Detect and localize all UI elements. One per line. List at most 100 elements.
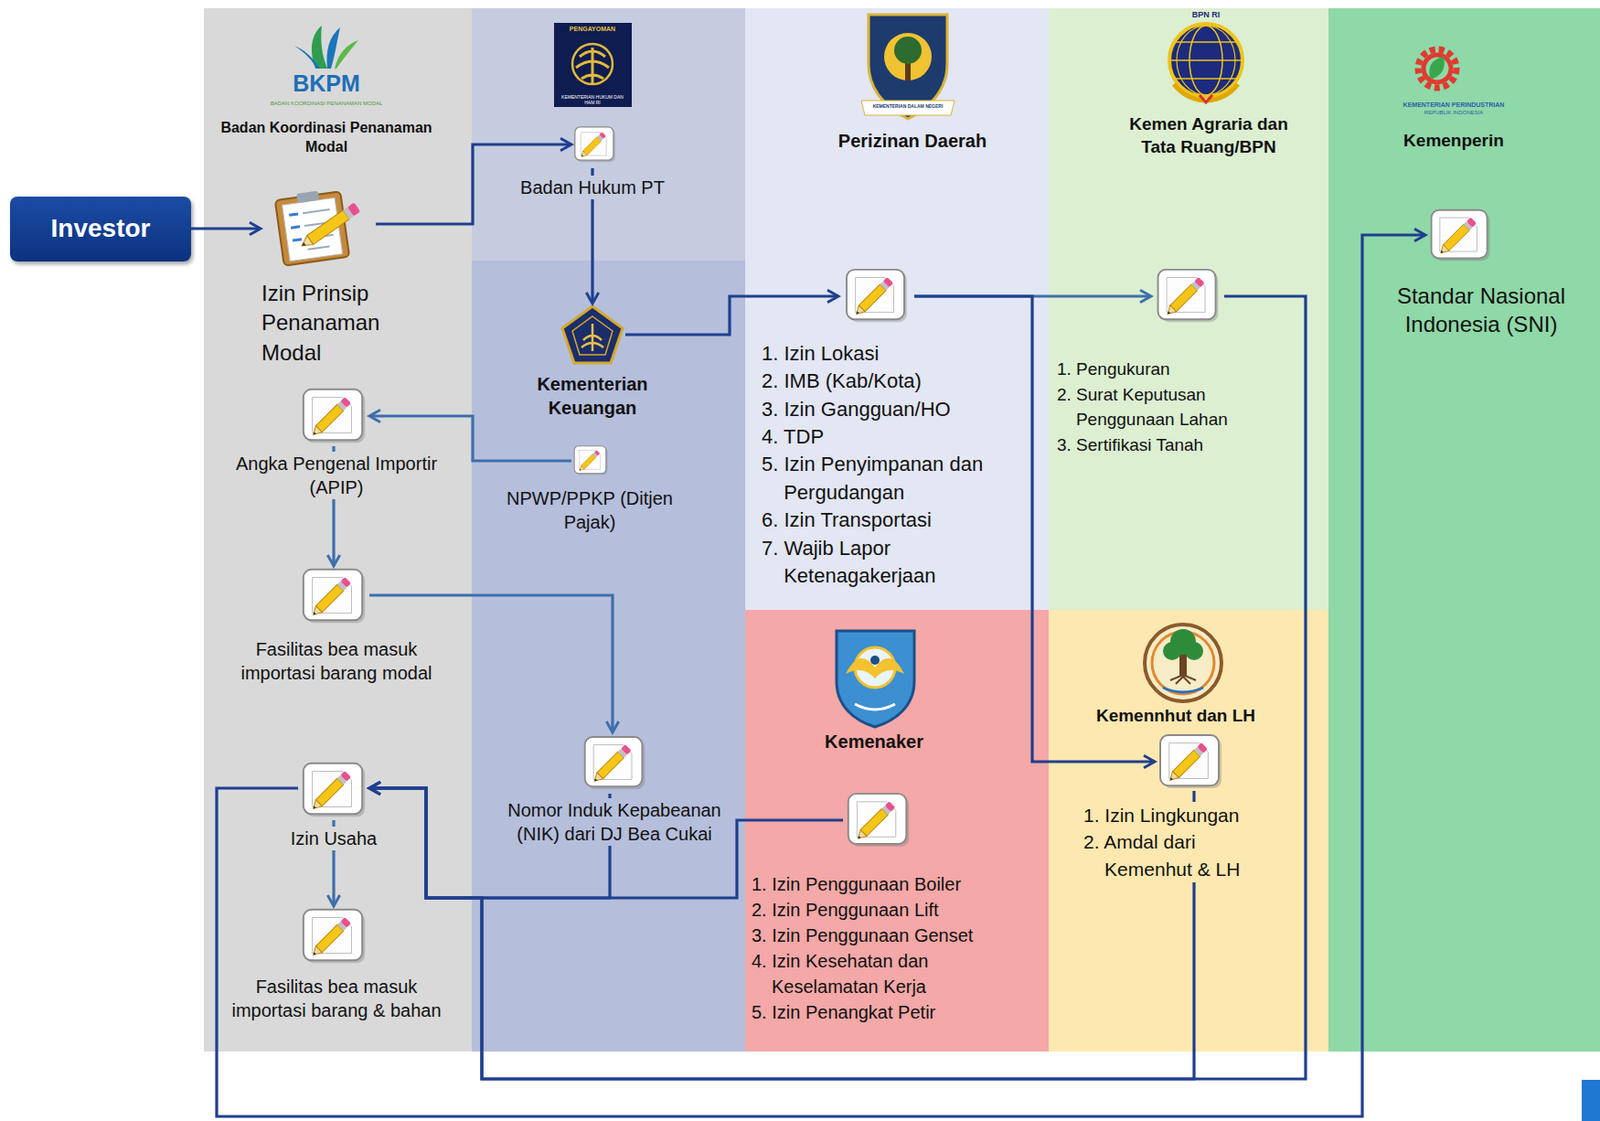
band-heading: Kemennhut dan LH <box>1075 704 1277 728</box>
doc-icon <box>315 584 343 612</box>
doc-icon <box>1440 217 1478 252</box>
list-item: 5. Izin Penangkat Petir <box>751 999 1008 1025</box>
doc-icon <box>593 745 632 780</box>
doc-icon <box>340 770 352 782</box>
doc-icon <box>1431 210 1488 259</box>
caption: Kemenperin <box>1362 129 1546 153</box>
icon-caption: Standar Nasional Indonesia (SNI) <box>1389 281 1573 339</box>
doc-icon <box>1154 732 1227 791</box>
list-item: 5. Izin Penyimpanan dan Pergudangan <box>761 450 1009 507</box>
doc-icon <box>591 744 632 785</box>
caption: Kementerian Keuangan <box>523 372 662 420</box>
document-icon: 1. Pengukuran2. Surat Keputusan Pengguna… <box>1151 266 1225 325</box>
kemenhut-logo <box>1170 674 1196 684</box>
doc-icon <box>1438 245 1450 256</box>
document-icon: Izin Usaha <box>298 759 370 821</box>
kemenaker-logo <box>870 655 880 665</box>
flow-arrow <box>369 296 1306 1079</box>
document-icon: Izin Prinsip Penanaman Modal <box>260 183 376 267</box>
caption: NPWP/PPKP (Ditjen Pajak) <box>498 486 682 534</box>
doc-icon <box>583 137 602 156</box>
bpn-logo <box>1169 23 1243 103</box>
list-item: 3. Sertifikasi Tanah <box>1056 432 1273 459</box>
doc-icon <box>1154 732 1227 791</box>
list-item: 4. Izin Kesehatan dan Keselamatan Kerja <box>751 948 1008 1000</box>
doc-icon <box>340 396 352 408</box>
doc-icon <box>311 611 316 616</box>
caption: 1. Izin Lingkungan2. Amdal dari Kemenhut… <box>1083 801 1276 883</box>
caption: Perizinan Daerah <box>779 128 1046 153</box>
caption: Izin Prinsip Penanaman Modal <box>261 278 427 368</box>
document-icon: Badan Hukum PT <box>571 120 619 169</box>
doc-icon <box>1166 277 1206 312</box>
doc-icon <box>855 277 895 312</box>
doc-icon <box>315 778 343 806</box>
document-icon: Nomor Induk Kepabeanan (NIK) dari DJ Bea… <box>579 732 650 794</box>
doc-icon <box>309 917 352 959</box>
doc-icon <box>598 131 607 139</box>
doc-icon <box>853 277 894 318</box>
doc-icon <box>580 132 607 157</box>
agency-band: Badan Koordinasi Penanaman ModalIzin Pri… <box>203 8 472 1052</box>
clip-icon <box>275 191 350 266</box>
doc-icon <box>1151 266 1225 325</box>
logo-text: BKPM <box>292 71 361 97</box>
doc-icon <box>571 440 610 480</box>
flow-arrow <box>369 416 572 461</box>
caption: Izin Usaha <box>265 826 403 851</box>
kemenhut-logo <box>1184 641 1204 661</box>
doc-icon <box>1164 277 1206 318</box>
doc-icon <box>854 310 859 315</box>
bpn-logo <box>1170 42 1242 79</box>
list-item: 6. Izin Transportasi <box>761 506 1009 534</box>
caption: 1. Pengukuran2. Surat Keputusan Pengguna… <box>1056 356 1273 458</box>
band-heading: Perizinan Daerah <box>779 128 1046 153</box>
clip-icon <box>298 235 314 251</box>
doc-icon <box>1425 207 1495 264</box>
band-heading: Kemen Agraria dan Tata Ruang/BPN <box>1121 113 1296 159</box>
box-label: Investor <box>51 212 151 246</box>
list-item: 3. Izin Penggunaan Genset <box>751 922 1008 949</box>
list-item: 1. Izin Penggunaan Boiler <box>751 871 1008 897</box>
penta-icon <box>559 303 626 366</box>
doc-icon <box>1196 742 1208 754</box>
doc-icon <box>340 917 352 928</box>
doc-icon <box>309 576 352 619</box>
document-icon: Angka Pengenal Importir (APIP) <box>298 385 370 447</box>
column-ground <box>471 8 746 261</box>
list-item: 3. Izin Gangguan/HO <box>761 395 1009 424</box>
bpn-logo <box>1199 95 1213 103</box>
icon-caption: Badan Hukum PT <box>501 175 684 200</box>
kemenhut-logo <box>1162 641 1182 661</box>
flow-arrow <box>369 788 610 898</box>
document-icon: Standar Nasional Indonesia (SNI) <box>1425 207 1495 264</box>
penta-icon <box>559 303 626 366</box>
doc-icon <box>1169 777 1174 781</box>
caption: 1. Izin Lokasi2. IMB (Kab/Kota)3. Izin G… <box>761 340 1009 590</box>
kemenkumham-logo <box>554 22 632 107</box>
doc-icon <box>854 830 867 843</box>
doc-icon <box>1194 277 1205 288</box>
clip-icon <box>296 191 320 203</box>
document-icon: 1. Izin Lokasi2. IMB (Kab/Kota)3. Izin G… <box>838 266 915 325</box>
penta-icon <box>581 323 604 352</box>
document-icon: 1. Izin Lingkungan2. Amdal dari Kemenhut… <box>1154 732 1227 791</box>
flow-arrow <box>914 296 1155 762</box>
caption: Badan Koordinasi Penanaman Modal <box>216 118 437 158</box>
doc-icon <box>580 454 596 470</box>
doc-icon <box>309 946 322 959</box>
doc-icon <box>594 449 600 456</box>
kemenperin-logo <box>1418 49 1457 88</box>
logo-text: KEMENTERIAN PERINDUSTRIAN <box>1403 101 1505 109</box>
doc-icon <box>315 404 343 432</box>
caption: Investor <box>10 196 192 262</box>
doc-icon <box>312 397 352 434</box>
kemenperin-logo <box>1429 56 1444 79</box>
doc-icon <box>298 906 370 967</box>
caption: Kemen Agraria dan Tata Ruang/BPN <box>1121 113 1296 159</box>
flow-arrow <box>191 226 261 230</box>
icon-caption: Kementerian Keuangan <box>523 372 662 420</box>
bkpm-logo <box>294 45 320 69</box>
doc-icon <box>860 808 888 836</box>
document-icon: Fasilitas bea masuk importasi barang & b… <box>298 906 370 967</box>
